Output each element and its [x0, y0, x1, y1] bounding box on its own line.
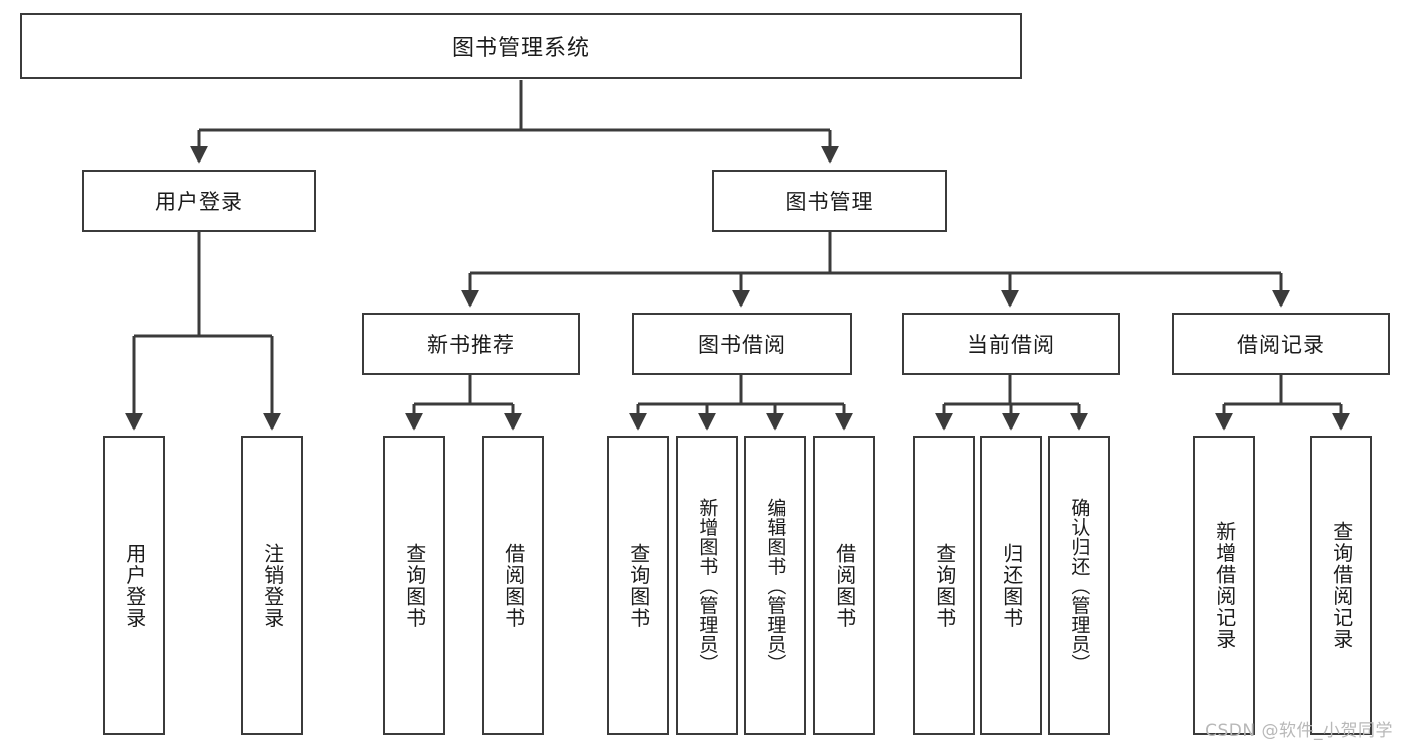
leaf-add-book-admin[interactable]: 新增图书（管理员）	[676, 436, 738, 735]
leaf-query-book-current[interactable]: 查询图书	[913, 436, 975, 735]
leaf-user-login[interactable]: 用户登录	[103, 436, 165, 735]
node-label: 借阅记录	[1237, 333, 1325, 357]
node-label: 查询借阅记录	[1329, 521, 1354, 650]
node-label: 新书推荐	[427, 333, 515, 357]
node-label: 借阅图书	[832, 542, 857, 629]
node-book-borrow[interactable]: 图书借阅	[632, 313, 852, 375]
node-root-system[interactable]: 图书管理系统	[20, 13, 1022, 79]
leaf-borrow-book[interactable]: 借阅图书	[813, 436, 875, 735]
leaf-query-borrow-record[interactable]: 查询借阅记录	[1310, 436, 1372, 735]
leaf-return-book[interactable]: 归还图书	[980, 436, 1042, 735]
leaf-edit-book-admin[interactable]: 编辑图书（管理员）	[744, 436, 806, 735]
node-label: 图书管理系统	[451, 36, 590, 61]
node-label: 注销登录	[260, 542, 285, 629]
node-label: 当前借阅	[967, 333, 1055, 357]
leaf-query-book-recommend[interactable]: 查询图书	[383, 436, 445, 735]
node-label: 新增借阅记录	[1212, 521, 1237, 650]
node-label: 查询图书	[402, 542, 427, 629]
node-label: 用户登录	[122, 542, 147, 629]
leaf-borrow-book-recommend[interactable]: 借阅图书	[482, 436, 544, 735]
node-label: 借阅图书	[501, 542, 526, 629]
node-book-management[interactable]: 图书管理	[712, 170, 947, 232]
watermark-text: CSDN @软件_小贺同学	[1205, 721, 1393, 741]
leaf-query-book-borrow[interactable]: 查询图书	[607, 436, 669, 735]
leaf-add-borrow-record[interactable]: 新增借阅记录	[1193, 436, 1255, 735]
node-label: 归还图书	[999, 542, 1024, 629]
node-current-borrow[interactable]: 当前借阅	[902, 313, 1120, 375]
node-user-login[interactable]: 用户登录	[82, 170, 316, 232]
node-label: 查询图书	[932, 542, 957, 629]
node-label: 图书借阅	[698, 333, 786, 357]
leaf-logout[interactable]: 注销登录	[241, 436, 303, 735]
node-label: 编辑图书（管理员）	[764, 497, 787, 674]
node-new-book-recommend[interactable]: 新书推荐	[362, 313, 580, 375]
leaf-confirm-return-admin[interactable]: 确认归还（管理员）	[1048, 436, 1110, 735]
node-borrow-record[interactable]: 借阅记录	[1172, 313, 1390, 375]
node-label: 新增图书（管理员）	[696, 497, 719, 674]
node-label: 查询图书	[626, 542, 651, 629]
node-label: 用户登录	[155, 190, 243, 214]
node-label: 确认归还（管理员）	[1068, 497, 1091, 674]
node-label: 图书管理	[785, 190, 874, 214]
